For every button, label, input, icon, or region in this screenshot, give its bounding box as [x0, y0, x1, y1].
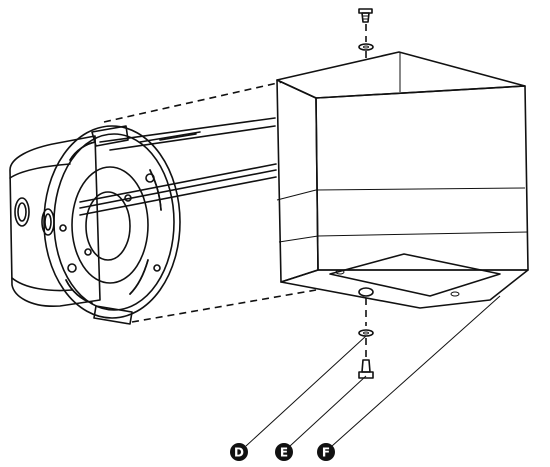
top-washer [358, 43, 374, 51]
leader-line-f [331, 295, 501, 447]
callout-e-label: E [280, 446, 288, 460]
top-alignment-guide [103, 81, 283, 123]
callout-e: E [275, 443, 293, 461]
bottom-washer [358, 329, 374, 337]
leader-line-e [289, 375, 367, 447]
electrical-box [9, 135, 101, 307]
callout-f-label: F [322, 446, 330, 460]
top-screw [358, 8, 373, 23]
bottom-screw [358, 359, 374, 379]
bottom-alignment-guide [131, 289, 317, 323]
wires [79, 117, 277, 216]
callout-d-label: D [234, 446, 244, 460]
fixture-housing [276, 51, 529, 309]
callout-d: D [230, 443, 248, 461]
leader-line-d [245, 335, 367, 447]
callout-f: F [317, 443, 335, 461]
mounting-bracket [43, 125, 181, 325]
